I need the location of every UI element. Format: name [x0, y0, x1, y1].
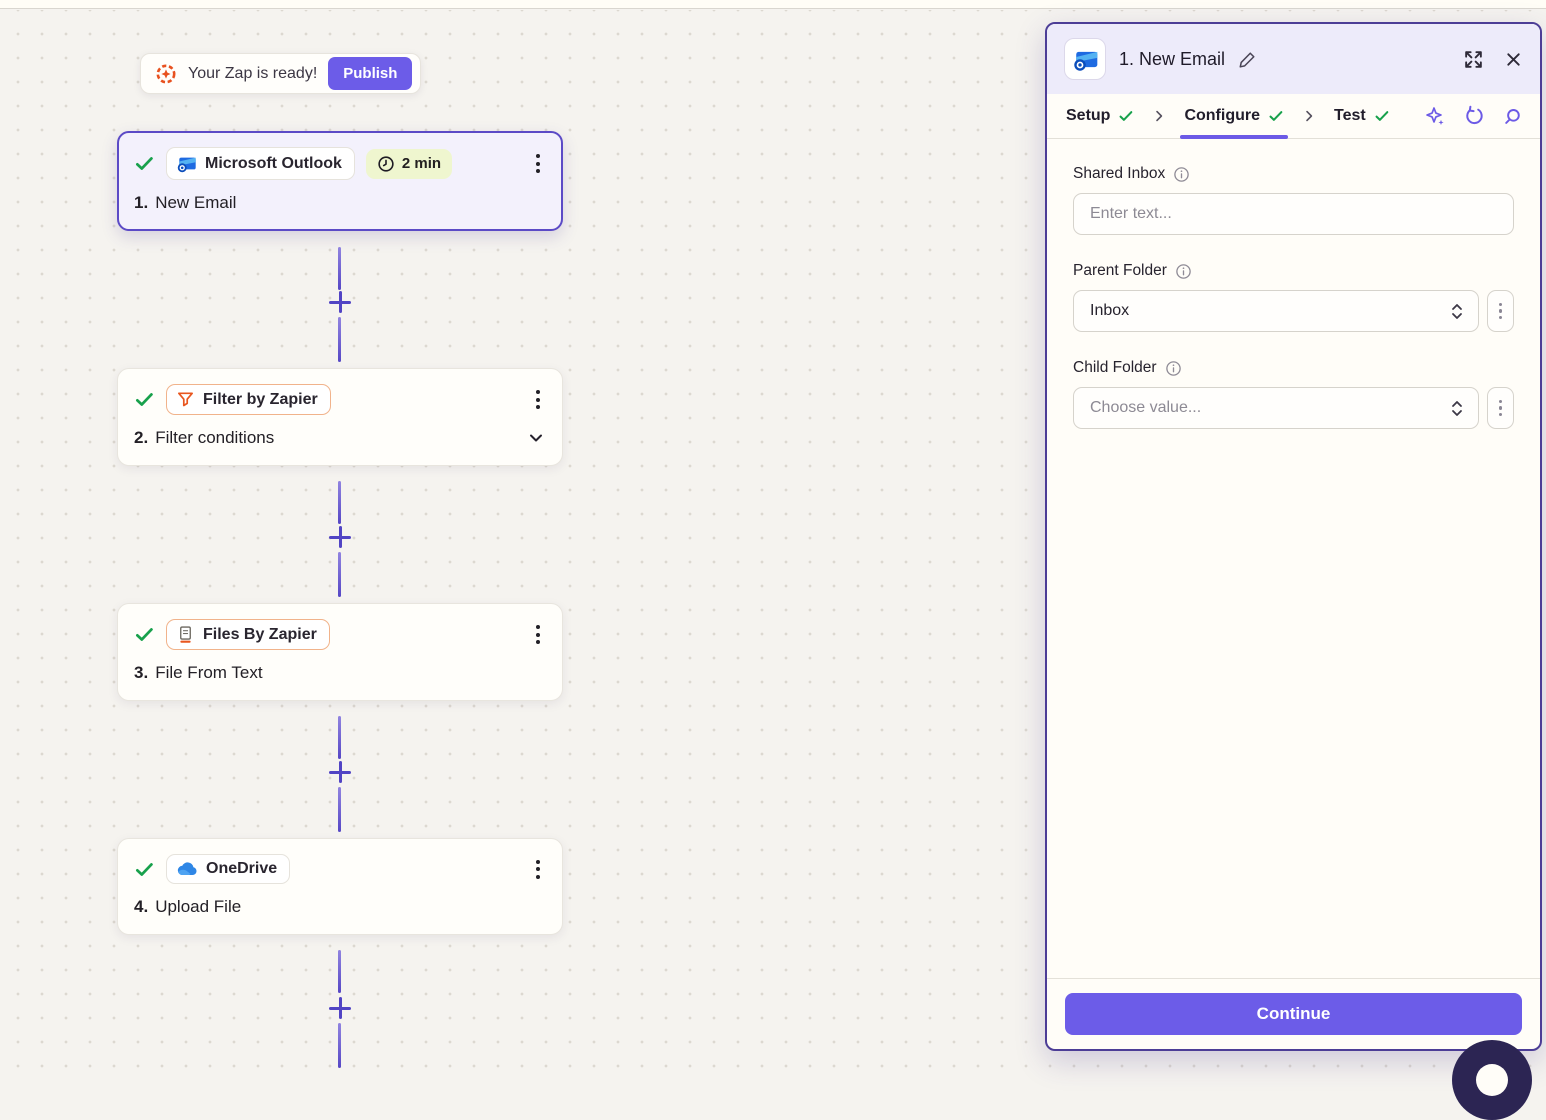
files-icon	[176, 625, 195, 644]
child-folder-select[interactable]: Choose value...	[1073, 387, 1479, 429]
filter-icon	[176, 390, 195, 409]
panel-header: 1. New Email	[1047, 24, 1540, 94]
add-step-button[interactable]	[329, 997, 351, 1019]
add-step-button[interactable]	[329, 291, 351, 313]
tab-configure[interactable]: Configure	[1180, 94, 1288, 139]
step-number: 1.	[134, 193, 149, 212]
add-step-button[interactable]	[329, 526, 351, 548]
chevron-right-icon	[1301, 108, 1317, 124]
search-icon[interactable]	[1502, 106, 1523, 127]
add-step-button[interactable]	[329, 761, 351, 783]
continue-button[interactable]: Continue	[1065, 993, 1522, 1035]
step-config-panel: 1. New Email Setup Configure	[1045, 22, 1542, 1051]
check-icon	[1118, 108, 1134, 124]
outlook-icon	[176, 153, 197, 174]
tab-label: Configure	[1184, 107, 1260, 124]
connector-line	[338, 552, 341, 597]
publish-button[interactable]: Publish	[328, 57, 413, 90]
connector-line	[338, 481, 341, 524]
step-card-3-file-from-text[interactable]: Files By Zapier 3. File From Text	[117, 603, 563, 701]
outlook-icon	[1064, 38, 1106, 80]
check-icon	[134, 624, 155, 645]
step-card-2-filter-conditions[interactable]: Filter by Zapier 2. Filter conditions	[117, 368, 563, 466]
step-number: 2.	[134, 428, 149, 447]
tab-label: Test	[1334, 107, 1366, 124]
zap-ready-banner: Your Zap is ready! Publish	[140, 53, 422, 94]
check-icon	[1268, 108, 1284, 124]
select-placeholder: Choose value...	[1090, 399, 1202, 416]
app-pill-label: Files By Zapier	[203, 625, 317, 643]
app-pill-onedrive[interactable]: OneDrive	[166, 854, 291, 884]
check-icon	[134, 153, 155, 174]
info-icon[interactable]	[1165, 360, 1182, 377]
step-menu-kebab[interactable]	[530, 621, 546, 648]
field-label-text: Parent Folder	[1073, 262, 1167, 279]
tab-setup[interactable]: Setup	[1064, 94, 1136, 138]
step-number: 4.	[134, 897, 149, 916]
step-menu-kebab[interactable]	[530, 150, 546, 177]
app-pill-label: Microsoft Outlook	[205, 154, 342, 172]
parent-folder-select[interactable]: Inbox	[1073, 290, 1479, 332]
app-pill-filter-by-zapier[interactable]: Filter by Zapier	[166, 384, 331, 415]
timer-badge: 2 min	[365, 148, 453, 179]
step-name: New Email	[155, 193, 237, 212]
chevron-right-icon	[1151, 108, 1167, 124]
connector-line	[338, 716, 341, 759]
step-card-4-upload-file[interactable]: OneDrive 4. Upload File	[117, 838, 563, 935]
step-number: 3.	[134, 663, 149, 682]
panel-footer: Continue	[1047, 978, 1540, 1049]
check-icon	[134, 859, 155, 880]
shared-inbox-input[interactable]	[1073, 193, 1514, 235]
info-icon[interactable]	[1175, 263, 1192, 280]
app-pill-files-by-zapier[interactable]: Files By Zapier	[166, 619, 330, 650]
expand-panel-icon[interactable]	[1463, 49, 1484, 70]
info-icon[interactable]	[1173, 166, 1190, 183]
chatbot-bubble-inner	[1476, 1064, 1508, 1096]
close-panel-icon[interactable]	[1504, 50, 1523, 69]
top-strip	[0, 0, 1546, 9]
step-name: File From Text	[155, 663, 263, 682]
stepper-icon	[1449, 398, 1465, 419]
step-name: Filter conditions	[155, 428, 275, 447]
select-value: Inbox	[1090, 302, 1130, 319]
onedrive-icon	[176, 861, 198, 877]
field-options-kebab[interactable]	[1487, 387, 1514, 429]
panel-tab-bar: Setup Configure Test	[1047, 94, 1540, 139]
step-menu-kebab[interactable]	[530, 856, 546, 883]
chatbot-bubble[interactable]	[1452, 1040, 1532, 1120]
timer-badge-label: 2 min	[401, 155, 442, 172]
edit-title-pencil-icon[interactable]	[1238, 50, 1257, 69]
panel-step-title: 1. New Email	[1119, 48, 1226, 69]
step-card-1-new-email[interactable]: Microsoft Outlook 2 min 1. New Email	[117, 131, 563, 231]
chevron-down-icon[interactable]	[526, 428, 546, 448]
check-icon	[134, 389, 155, 410]
connector-line	[338, 787, 341, 832]
connector-line	[338, 247, 341, 290]
connector-line	[338, 1023, 341, 1068]
field-shared-inbox: Shared Inbox	[1073, 165, 1514, 235]
field-options-kebab[interactable]	[1487, 290, 1514, 332]
refresh-icon[interactable]	[1463, 105, 1485, 127]
field-child-folder: Child Folder Choose value...	[1073, 359, 1514, 429]
tab-label: Setup	[1066, 107, 1111, 124]
app-pill-outlook[interactable]: Microsoft Outlook	[166, 147, 355, 180]
zap-ready-icon	[155, 63, 177, 85]
app-pill-label: OneDrive	[206, 860, 278, 877]
panel-body: Shared Inbox Parent Folder Inbox	[1047, 139, 1540, 978]
field-label-text: Shared Inbox	[1073, 165, 1166, 182]
connector-line	[338, 950, 341, 993]
zap-ready-message: Your Zap is ready!	[188, 64, 318, 82]
tab-test[interactable]: Test	[1332, 94, 1392, 138]
step-menu-kebab[interactable]	[530, 386, 546, 413]
check-icon	[1374, 108, 1390, 124]
ai-sparkle-icon[interactable]	[1424, 105, 1446, 127]
app-pill-label: Filter by Zapier	[203, 390, 318, 408]
field-parent-folder: Parent Folder Inbox	[1073, 262, 1514, 332]
step-name: Upload File	[155, 897, 242, 916]
connector-line	[338, 317, 341, 362]
clock-icon	[377, 155, 395, 173]
stepper-icon	[1449, 301, 1465, 322]
field-label-text: Child Folder	[1073, 359, 1157, 376]
